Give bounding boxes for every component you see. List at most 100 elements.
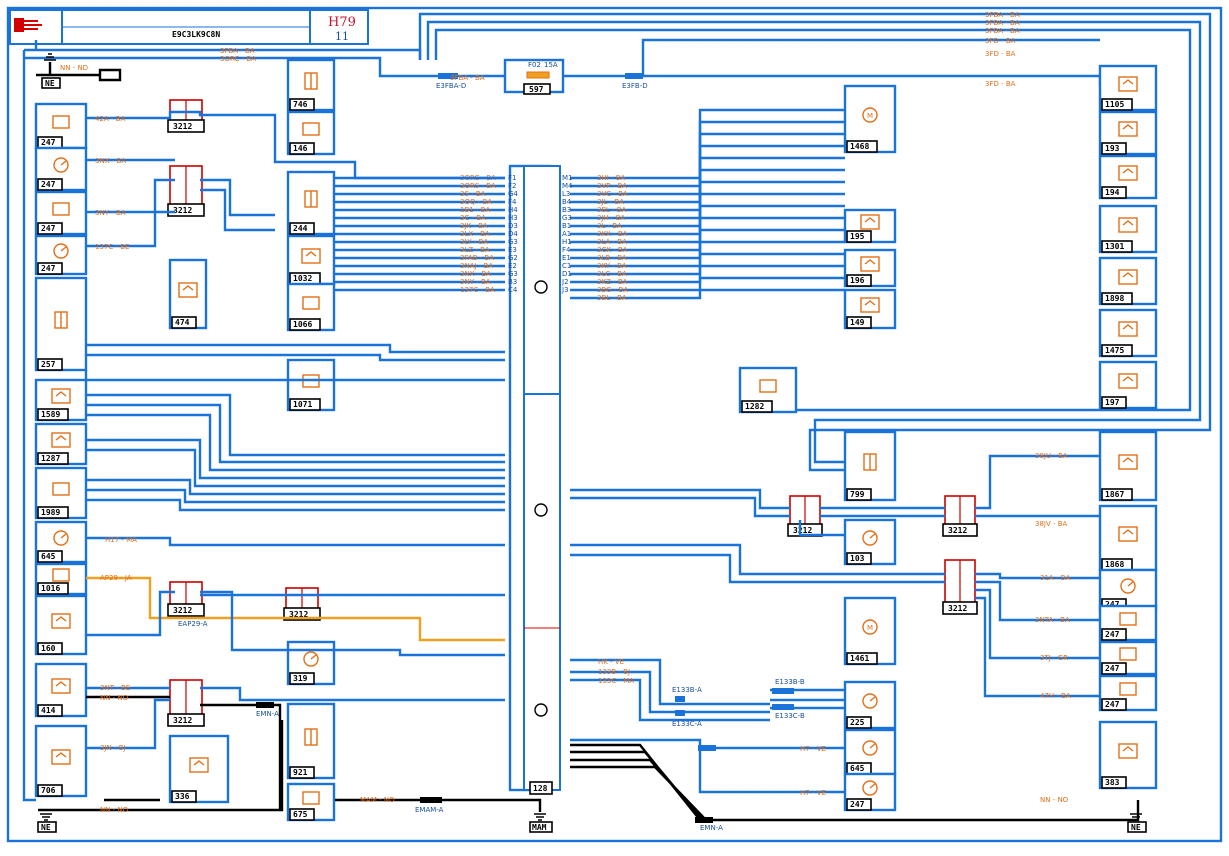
device-icon (302, 791, 320, 805)
page-number: 11 (335, 30, 349, 43)
harness-wire (570, 678, 770, 722)
splice-EMAM (420, 797, 442, 803)
wire-label: 31A - BA (1040, 574, 1070, 582)
device-icon (302, 296, 320, 310)
component-id: 247 (1105, 600, 1120, 609)
device-icon (52, 115, 70, 129)
ground-id-box (41, 77, 61, 89)
component-id: 247 (41, 264, 56, 273)
wire-label: MAM - NO (360, 796, 395, 804)
gauge-icon (862, 693, 878, 709)
signal-wire (86, 576, 505, 642)
ecu-wire-label: 3ORS - BA (460, 182, 496, 190)
component-id: 1071 (293, 400, 312, 409)
component-id: 193 (1105, 144, 1120, 153)
ecu-wire (570, 288, 845, 300)
component-244: 244 (286, 170, 336, 236)
wire-label: NN - NO (100, 694, 129, 702)
ecu-pin: B3 (562, 206, 571, 214)
component-id-box (1101, 396, 1127, 409)
component-id-box (289, 808, 315, 821)
relay-coil-icon (1122, 529, 1134, 535)
connector-id: 3212 (289, 610, 308, 619)
splice-label: E133C-B (775, 712, 805, 720)
harness-wire (570, 670, 770, 714)
component-id-box (171, 790, 197, 803)
device-icon (52, 482, 70, 496)
logo-icon (14, 18, 24, 32)
component-id: 103 (850, 554, 865, 563)
grounds: NE NE EMAM-A MAM MAM - NO NE NN - NO EMN… (36, 53, 1147, 833)
ecu-wire-label: 3EL - BA (597, 206, 627, 214)
wire-label: H7 - VE (800, 745, 826, 753)
splice-EMN (695, 817, 713, 823)
component-706: 706 (34, 724, 88, 798)
ecu-wire-label: 3KX - BA (597, 230, 628, 238)
relay-coil-icon (1122, 124, 1134, 130)
component-id: 1066 (293, 320, 312, 329)
ecu-pin: H3 (508, 214, 518, 222)
gauge-needle-icon (1127, 581, 1134, 587)
splice-label: E3FBA-D (436, 82, 466, 90)
component-body (1098, 110, 1158, 156)
ecu-symbol-icon (534, 503, 548, 517)
component-id: 706 (41, 786, 56, 795)
harness-wire (86, 393, 505, 472)
relay-coil-icon (1122, 168, 1134, 174)
device-icon (52, 202, 70, 216)
ecu-pin: D4 (508, 230, 518, 238)
relay-icon (51, 432, 71, 448)
ecu-symbol-icon (534, 280, 548, 294)
ecu-pin: E1 (562, 254, 571, 262)
relay-coil-icon (55, 681, 67, 687)
component-id-box (846, 798, 872, 811)
connector-3212: 3212 (167, 581, 205, 617)
ecu-pin: G2 (508, 254, 518, 262)
component-id: 336 (175, 792, 190, 801)
ecu-wire-label: 3LZ - BA (460, 246, 490, 254)
component-197: 197 (1098, 360, 1158, 410)
component-1867: 1867 (1098, 430, 1158, 502)
header-block: E9C3LK9C8N H79 11 (9, 9, 369, 45)
component-id: 474 (175, 318, 190, 327)
component-id-box (1101, 698, 1127, 711)
splice-EMN (256, 702, 274, 708)
wire-label: 3JN - BJ (100, 744, 126, 752)
ground-wire (700, 800, 1140, 822)
component-id-box (289, 222, 315, 235)
ecu-wire-label: 3BL - BA (597, 294, 627, 302)
bus-label: 3FBA - BA (985, 27, 1020, 35)
component-247-d: 247 (34, 234, 88, 276)
harness-wire (643, 74, 1102, 86)
harness-wire (975, 596, 1100, 698)
connector-id: 3212 (173, 606, 192, 615)
ecu-wire-label: 1B1 - BA (460, 206, 490, 214)
ecu-wire (570, 276, 845, 292)
component-id-box (289, 142, 315, 155)
harness-wire (86, 478, 505, 512)
bus-label: 3FD - BA (985, 80, 1016, 88)
ecu-pin: F1 (508, 174, 516, 182)
gauge-needle-icon (60, 160, 67, 166)
component-id-box (1101, 628, 1127, 641)
component-id: 1301 (1105, 242, 1124, 251)
relay-coil-icon (55, 391, 67, 397)
ground-symbol-icon (1130, 813, 1142, 821)
wire-label: NN - NO (100, 806, 129, 814)
relay-icon (189, 757, 209, 773)
wire-label: 3NTA - BA (1035, 616, 1070, 624)
component-id: 247 (1105, 700, 1120, 709)
ground-symbol-icon (534, 813, 546, 821)
connector-3212: 3212 (787, 495, 823, 537)
component-247-a: 247 (34, 102, 88, 150)
gauge-needle-icon (869, 783, 876, 789)
ecu-pin: J3 (561, 286, 569, 294)
ecu-pin: A1 (562, 230, 571, 238)
wire-label: 133C - MA (598, 677, 634, 685)
connector-id-box (942, 523, 978, 537)
relay-icon (51, 388, 71, 404)
relay-coil-icon (1122, 79, 1134, 85)
component-id: 1461 (850, 654, 869, 663)
component-id: 225 (850, 718, 865, 727)
